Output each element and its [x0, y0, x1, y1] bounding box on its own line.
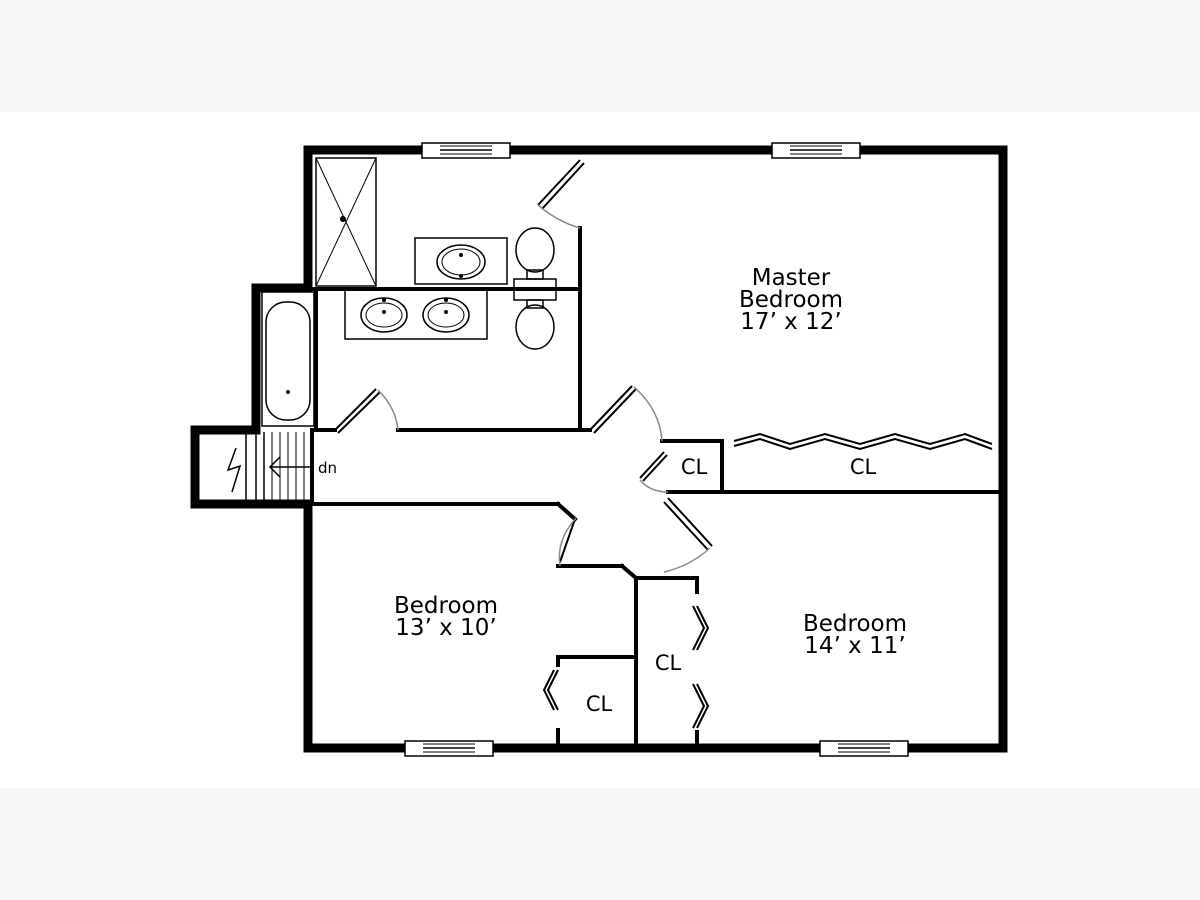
door-left-bedroom: [558, 517, 577, 567]
toilet-ensuite: [513, 227, 557, 290]
door-master-bedroom: [589, 385, 663, 442]
door-hall-closet: [639, 451, 669, 493]
master-bedroom-label-line2: Bedroom: [739, 287, 843, 313]
shower: [315, 157, 377, 287]
master-bedroom-label-line1: Master: [752, 265, 831, 291]
door-right-bedroom: [663, 497, 713, 573]
doors: [334, 159, 713, 573]
closet-label-left-bedroom: CL: [586, 692, 613, 716]
exterior-walls: [190, 145, 1008, 753]
door-bathroom: [334, 388, 399, 434]
closet-label-hall: CL: [681, 455, 708, 479]
bathtub: [261, 291, 315, 427]
double-vanity: [344, 289, 488, 340]
ensuite-vanity: [414, 237, 508, 285]
left-bedroom-label: Bedroom: [394, 593, 498, 619]
window-top-right: [771, 142, 861, 159]
closet-label-master: CL: [850, 455, 877, 479]
room-labels: Master Bedroom 17’ x 12’ Bedroom 13’ x 1…: [394, 265, 907, 659]
door-master-bath: [537, 159, 585, 229]
stairs: dn: [226, 432, 337, 500]
left-bedroom-dimensions: 13’ x 10’: [395, 615, 496, 641]
window-bottom-right: [819, 740, 909, 757]
master-bedroom-dimensions: 17’ x 12’: [740, 309, 841, 335]
window-bottom-left: [404, 740, 494, 757]
right-bedroom-dimensions: 14’ x 11’: [804, 633, 905, 659]
closet-label-middle: CL: [655, 651, 682, 675]
closet-labels: CL CL CL CL: [586, 455, 877, 716]
window-top-left: [421, 142, 511, 159]
toilet-bathroom: [513, 289, 557, 350]
stairs-dn-label: dn: [318, 459, 337, 477]
right-bedroom-label: Bedroom: [803, 611, 907, 637]
windows: [404, 142, 909, 757]
